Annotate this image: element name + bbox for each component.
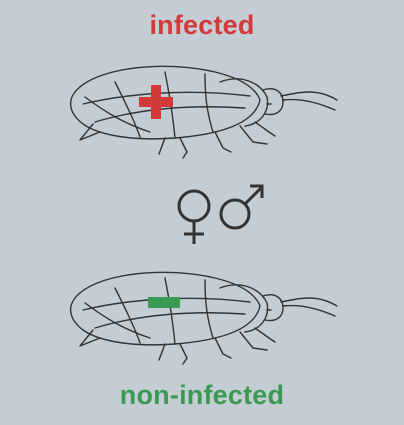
non-infected-label: non-infected	[119, 380, 285, 410]
plus-icon	[139, 85, 173, 119]
infected-label: infected	[149, 10, 255, 40]
sex-symbols	[177, 184, 264, 244]
minus-icon	[148, 297, 180, 308]
non-infected-insect-illustration	[69, 271, 338, 365]
female-symbol-icon	[177, 189, 211, 244]
male-symbol-icon	[219, 184, 264, 230]
infected-insect-illustration	[69, 65, 338, 159]
